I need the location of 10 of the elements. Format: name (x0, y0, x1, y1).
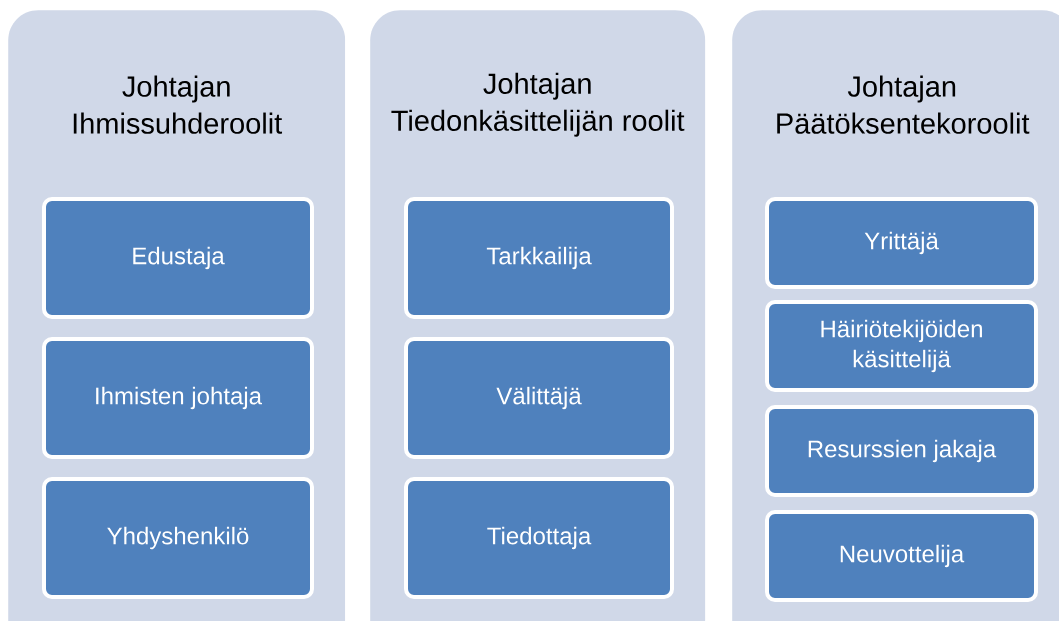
role-box: Edustaja (42, 197, 314, 319)
role-box: Yhdyshenkilö (42, 477, 314, 599)
role-box: Tarkkailija (404, 197, 674, 319)
role-box: Ihmisten johtaja (42, 337, 314, 459)
role-box: Tiedottaja (404, 477, 674, 599)
role-box: Neuvottelija (765, 510, 1038, 602)
role-box: Resurssien jakaja (765, 405, 1038, 497)
role-box: Yrittäjä (765, 197, 1038, 289)
role-box: Välittäjä (404, 337, 674, 459)
role-box: Häiriötekijöiden käsittelijä (765, 300, 1038, 392)
